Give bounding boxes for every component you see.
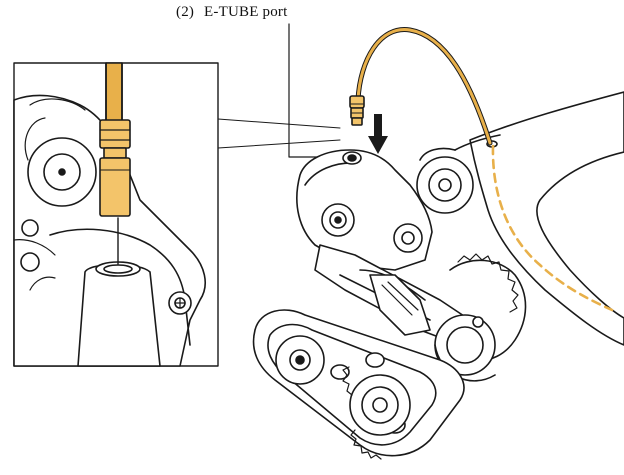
pulley-cage (252, 309, 465, 460)
zoom-line-bottom (217, 139, 341, 149)
zoom-line-top (217, 118, 341, 129)
callout-number: (2) (176, 4, 195, 20)
callout-label: (2) E-TUBE port (176, 4, 287, 21)
derailleur-body (296, 147, 527, 382)
inset-connector (99, 119, 131, 217)
callout-text: E-TUBE port (204, 4, 288, 20)
inset-port-socket (77, 263, 161, 367)
frame-chainstay (454, 91, 624, 346)
zoom-inset (13, 62, 219, 367)
arrow-down-icon (368, 114, 388, 154)
cable-plug (349, 95, 365, 126)
callout-leader-line (288, 23, 338, 158)
internal-cable-dashed (491, 144, 614, 312)
etube-cable (349, 27, 493, 146)
